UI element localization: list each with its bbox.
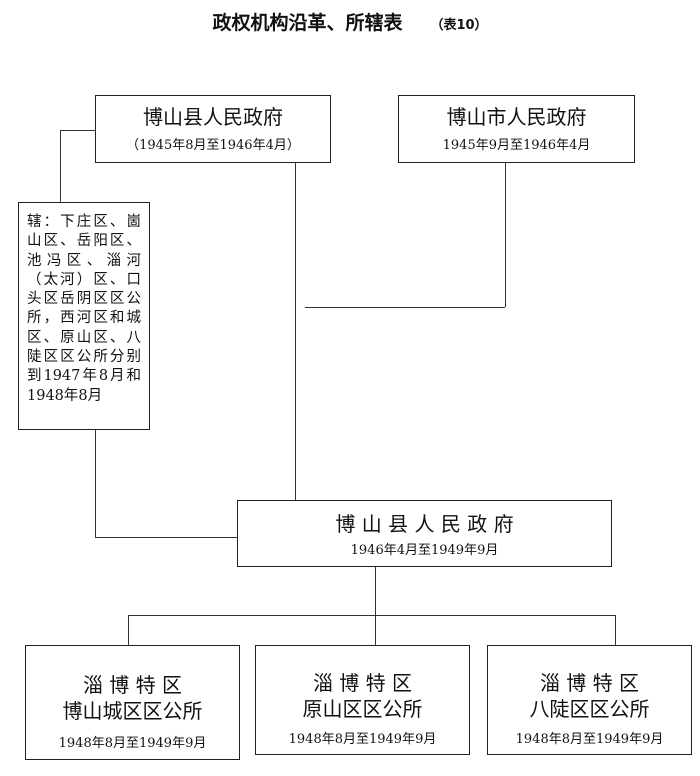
node-line2: 八陡区区公所 bbox=[529, 697, 650, 721]
node-county-1946: 博 山 县 人 民 政 府 1946年4月至1949年9月 bbox=[237, 500, 612, 567]
node-county-1945: 博山县人民政府 （1945年8月至1946年4月） bbox=[95, 95, 331, 163]
connector-line bbox=[505, 163, 507, 307]
node-line2: 博山城区区公所 bbox=[62, 699, 203, 723]
node-name: 博山市人民政府 bbox=[446, 105, 587, 129]
node-name: 博 山 县 人 民 政 府 bbox=[335, 512, 514, 536]
connector-line bbox=[375, 615, 377, 645]
node-period: 1948年8月至1949年9月 bbox=[515, 732, 664, 747]
title-text: 政权机构沿革、所辖表 bbox=[212, 12, 403, 34]
connector-line bbox=[60, 130, 62, 202]
node-line2: 原山区区公所 bbox=[302, 697, 423, 721]
connector-line bbox=[95, 537, 237, 539]
node-period: 1946年4月至1949年9月 bbox=[350, 543, 499, 558]
node-period: （1945年8月至1946年4月） bbox=[126, 138, 300, 153]
node-name: 博山县人民政府 bbox=[143, 105, 283, 129]
node-line1: 淄 博 特 区 bbox=[539, 671, 640, 695]
connector-line bbox=[305, 307, 505, 309]
node-district-yuanshan: 淄 博 特 区 原山区区公所 1948年8月至1949年9月 bbox=[255, 645, 470, 755]
node-jurisdiction: 辖：下庄区、崮山区、岳阳区、池冯区、淄河（太河）区、口头区岳阴区区公所，西河区和… bbox=[18, 202, 150, 430]
connector-line bbox=[375, 567, 377, 615]
node-period: 1948年8月至1949年9月 bbox=[58, 736, 207, 751]
node-line1: 淄 博 特 区 bbox=[82, 673, 183, 697]
connector-line bbox=[95, 430, 97, 537]
node-district-badou: 淄 博 特 区 八陡区区公所 1948年8月至1949年9月 bbox=[487, 645, 692, 755]
page-title: 政权机构沿革、所辖表 （表10） bbox=[0, 8, 700, 35]
node-district-boshan-city: 淄 博 特 区 博山城区区公所 1948年8月至1949年9月 bbox=[25, 645, 240, 760]
node-city-1945: 博山市人民政府 1945年9月至1946年4月 bbox=[398, 95, 635, 163]
node-period: 1948年8月至1949年9月 bbox=[288, 732, 437, 747]
table-tag: （表10） bbox=[430, 18, 488, 33]
connector-line bbox=[128, 615, 615, 617]
connector-line bbox=[295, 163, 297, 500]
connector-line bbox=[128, 615, 130, 645]
node-period: 1945年9月至1946年4月 bbox=[442, 138, 591, 153]
connector-line bbox=[60, 130, 95, 132]
connector-line bbox=[615, 615, 617, 645]
node-line1: 淄 博 特 区 bbox=[312, 671, 413, 695]
